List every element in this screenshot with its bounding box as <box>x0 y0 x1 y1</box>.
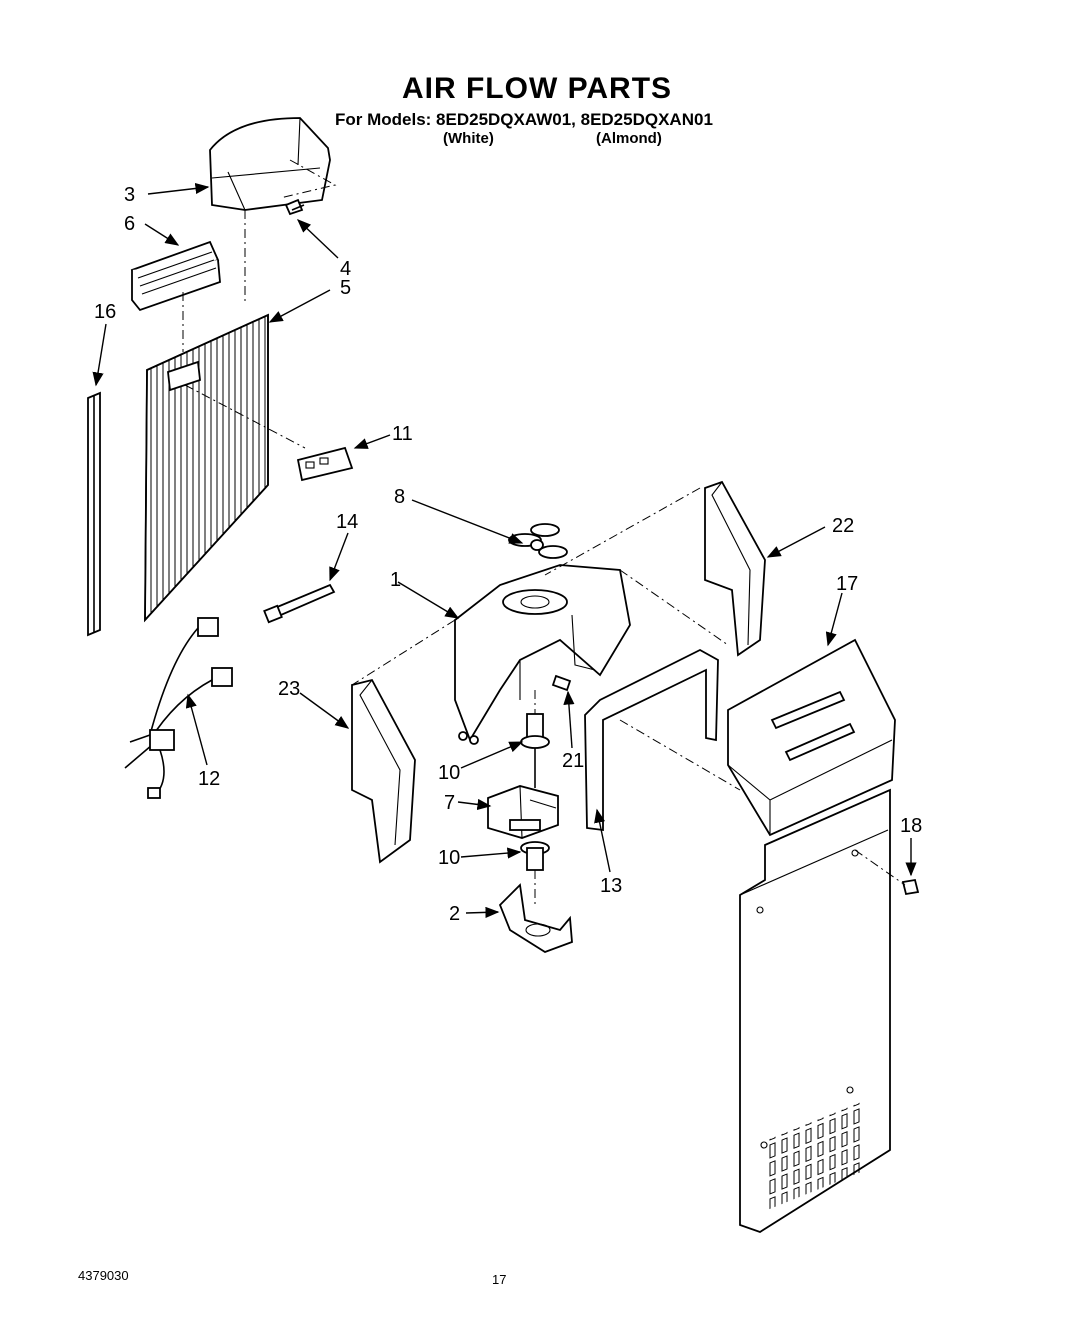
callout-22: 22 <box>832 515 854 537</box>
part-10-grommet-upper <box>520 713 550 749</box>
callout-10-lower: 10 <box>438 847 460 869</box>
part-22-right-duct <box>704 480 766 657</box>
callout-8: 8 <box>394 486 405 508</box>
part-18-screw <box>901 878 920 896</box>
callout-leaders <box>92 182 917 918</box>
callout-12: 12 <box>198 768 220 790</box>
callout-1: 1 <box>390 569 401 591</box>
callout-23: 23 <box>278 678 300 700</box>
part-23-left-duct <box>351 678 416 864</box>
part-11-damper <box>184 384 354 482</box>
callout-16: 16 <box>94 301 116 323</box>
callout-6: 6 <box>124 213 135 235</box>
callout-2: 2 <box>449 903 460 925</box>
callout-18: 18 <box>900 815 922 837</box>
callout-3: 3 <box>124 184 135 206</box>
callout-11: 11 <box>392 423 413 445</box>
callout-5: 5 <box>340 277 351 299</box>
callout-17: 17 <box>836 573 858 595</box>
part-14-thermistor <box>263 583 336 624</box>
part-2-bracket <box>498 883 573 953</box>
part-13-u-seal <box>584 648 719 832</box>
document-number: 4379030 <box>78 1268 129 1283</box>
page-number: 17 <box>492 1272 507 1287</box>
callout-21: 21 <box>562 750 584 772</box>
models-line: For Models: 8ED25DQXAW01, 8ED25DQXAN01 <box>335 110 713 129</box>
alignment-lines <box>351 487 906 905</box>
part-17-evaporator-cover <box>727 638 896 1233</box>
variant-white-label: (White) <box>443 130 494 147</box>
callout-labels: 3 6 4 5 16 11 14 8 22 17 1 23 12 21 10 7… <box>94 184 922 925</box>
callout-13: 13 <box>600 875 622 897</box>
page-title: AIR FLOW PARTS <box>401 72 673 105</box>
part-1-fan-housing <box>454 564 631 745</box>
variant-almond-label: (Almond) <box>596 130 662 147</box>
part-12-wire-harness <box>124 617 233 799</box>
callout-10-upper: 10 <box>438 762 460 784</box>
part-16-seal-strip <box>87 391 101 637</box>
part-5-duct-panel <box>144 313 269 623</box>
callout-7: 7 <box>444 792 455 814</box>
callout-4: 4 <box>340 258 351 280</box>
part-3-top-cover <box>209 117 337 305</box>
part-10-grommet-lower <box>520 841 550 871</box>
part-21-screw <box>551 674 572 692</box>
part-4-screw <box>284 198 305 216</box>
callout-14: 14 <box>336 511 358 533</box>
part-7-fan-motor <box>487 748 559 839</box>
part-6-grille <box>130 240 221 352</box>
